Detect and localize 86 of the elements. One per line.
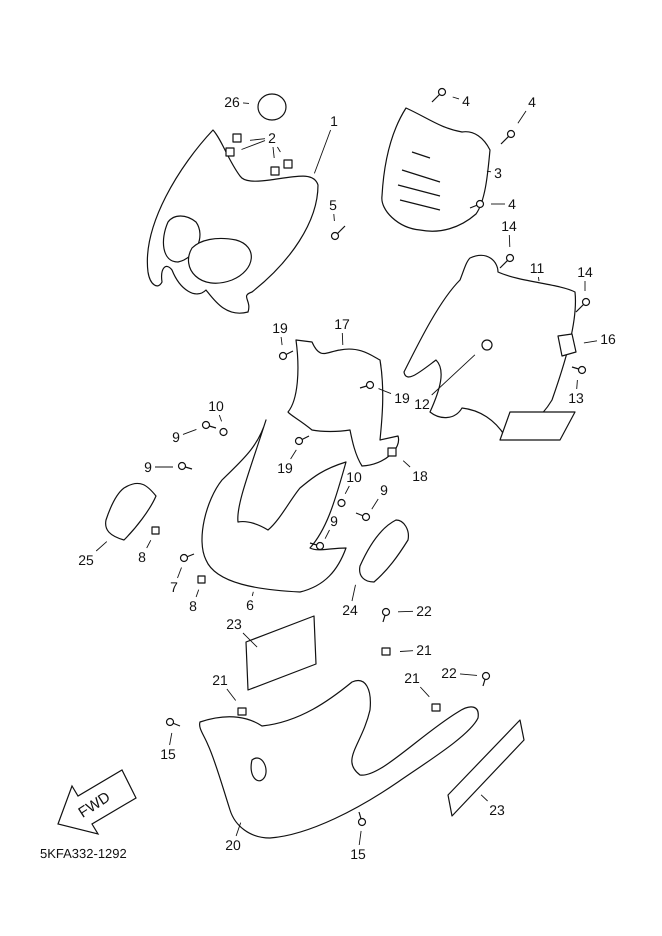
- callout-number: 26: [223, 94, 241, 110]
- leader-line: [420, 686, 430, 698]
- leader-line: [352, 584, 356, 602]
- leader-line: [272, 146, 275, 158]
- callout-number: 16: [599, 331, 617, 347]
- callout-number: 4: [527, 94, 537, 110]
- leader-line: [576, 380, 578, 390]
- callout-number: 23: [225, 616, 243, 632]
- callout-number: 14: [576, 264, 594, 280]
- leader-line: [96, 541, 108, 552]
- callout-number: 9: [379, 482, 389, 498]
- callout-number: 24: [341, 602, 359, 618]
- leader-line: [242, 632, 258, 648]
- leader-line: [324, 530, 330, 540]
- callout-number: 4: [461, 93, 471, 109]
- leader-line: [400, 650, 414, 652]
- leader-line: [342, 332, 344, 346]
- callout-number: 15: [349, 846, 367, 862]
- leader-line: [583, 340, 598, 344]
- direction-label: FWD: [76, 789, 113, 821]
- callout-number: 21: [211, 672, 229, 688]
- leader-line: [226, 688, 236, 701]
- leader-line: [538, 276, 540, 282]
- callout-number: 9: [143, 459, 153, 475]
- callout-number: 1: [329, 113, 339, 129]
- leader-line: [333, 214, 335, 222]
- leader-line: [460, 673, 478, 676]
- leader-line: [517, 110, 526, 124]
- drawing-number: 5KFA332-1292: [40, 846, 127, 861]
- leader-line: [276, 146, 281, 152]
- callout-number: 7: [169, 579, 179, 595]
- leader-line: [280, 336, 283, 346]
- callout-number: 19: [393, 390, 411, 406]
- leader-line: [431, 354, 476, 396]
- leader-line: [182, 428, 197, 435]
- callout-number: 6: [245, 597, 255, 613]
- leader-line: [344, 486, 350, 494]
- callout-number: 23: [488, 802, 506, 818]
- leader-line: [169, 732, 172, 746]
- callout-number: 25: [77, 552, 95, 568]
- leader-line: [252, 591, 254, 596]
- callout-number: 8: [188, 598, 198, 614]
- callout-number: 20: [224, 837, 242, 853]
- callout-number: 17: [333, 316, 351, 332]
- leader-line: [177, 567, 182, 578]
- leader-line: [398, 610, 414, 612]
- leader-line: [236, 822, 242, 836]
- leader-line: [584, 280, 586, 292]
- callout-number: 10: [207, 398, 225, 414]
- leader-line: [358, 830, 362, 846]
- leader-line: [371, 498, 379, 510]
- callout-number: 19: [271, 320, 289, 336]
- leader-line: [196, 589, 200, 598]
- leader-line: [242, 102, 250, 104]
- leader-line: [508, 234, 510, 248]
- callout-number: 22: [440, 665, 458, 681]
- callout-number: 9: [171, 429, 181, 445]
- leader-line: [314, 130, 332, 174]
- callout-number: 21: [415, 642, 433, 658]
- callout-number: 15: [159, 746, 177, 762]
- leader-line: [241, 140, 266, 150]
- callout-number: 14: [500, 218, 518, 234]
- callout-number: 10: [345, 469, 363, 485]
- callout-number: 13: [567, 390, 585, 406]
- callout-number: 21: [403, 670, 421, 686]
- callout-number: 5: [328, 197, 338, 213]
- callout-number: 19: [276, 460, 294, 476]
- callout-number: 3: [493, 165, 503, 181]
- callout-number: 12: [413, 396, 431, 412]
- leader-line: [480, 794, 488, 802]
- leader-line: [250, 138, 266, 141]
- callout-number: 9: [329, 513, 339, 529]
- leader-line: [486, 170, 492, 172]
- callout-number: 18: [411, 468, 429, 484]
- leader-line: [146, 540, 152, 548]
- leader-line: [402, 460, 411, 468]
- callout-number: 22: [415, 603, 433, 619]
- callout-number: 8: [137, 549, 147, 565]
- leader-line: [218, 414, 222, 422]
- leader-line: [290, 449, 297, 460]
- callout-number: 4: [507, 196, 517, 212]
- callout-number: 2: [267, 130, 277, 146]
- leader-line: [154, 466, 174, 468]
- leader-line: [452, 96, 460, 100]
- callout-number: 11: [528, 260, 546, 276]
- leader-line: [378, 388, 392, 394]
